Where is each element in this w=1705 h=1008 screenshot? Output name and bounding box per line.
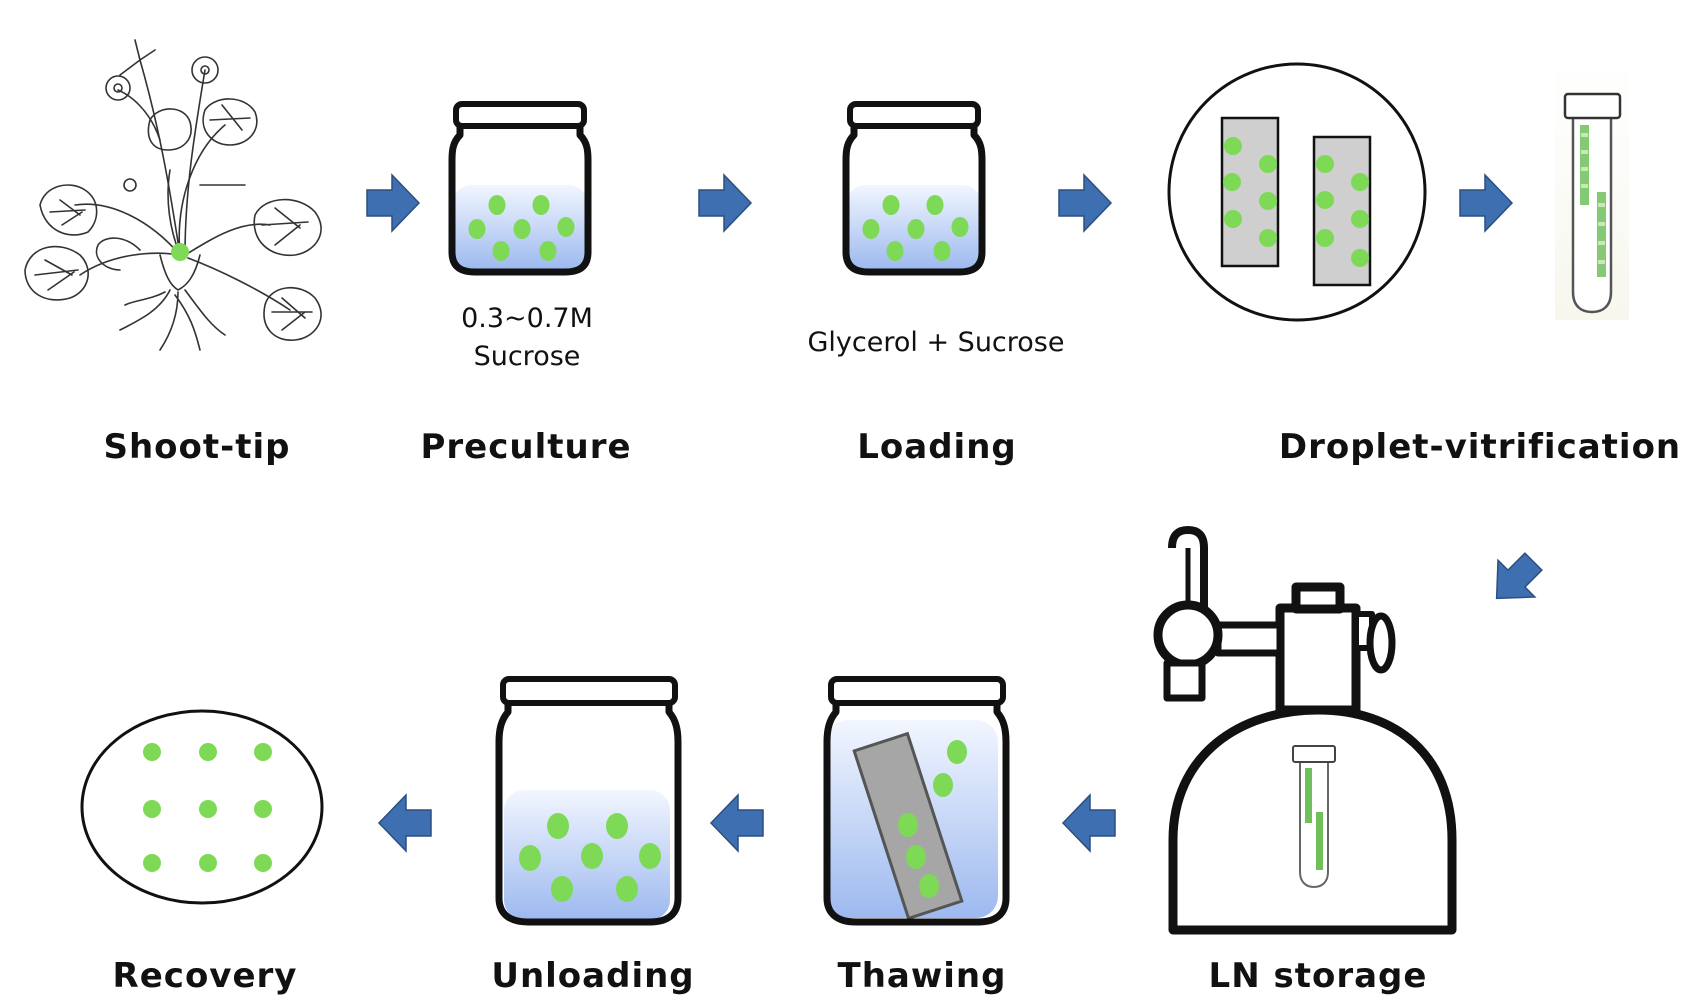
step-label-recovery: Recovery bbox=[112, 956, 298, 996]
arrow-left-icon bbox=[710, 794, 764, 852]
preculture-note-line1: 0.3~0.7M bbox=[461, 303, 593, 334]
liquid-nitrogen-tank-icon bbox=[1153, 526, 1457, 935]
arrow-down-left-icon bbox=[1495, 552, 1543, 600]
preculture-jar-icon bbox=[448, 101, 592, 276]
preculture-note: 0.3~0.7M Sucrose bbox=[461, 300, 593, 376]
step-label-unloading: Unloading bbox=[491, 956, 695, 996]
arrow-right-icon bbox=[366, 174, 420, 232]
shoot-tip-drop bbox=[171, 243, 189, 261]
arrow-left-icon bbox=[1062, 794, 1116, 852]
test-tube-icon bbox=[1555, 57, 1629, 320]
petri-dish-strips-icon bbox=[1167, 62, 1427, 322]
step-label-droplet-vitrification: Droplet-vitrification bbox=[1278, 427, 1682, 467]
arrow-left-icon bbox=[378, 794, 432, 852]
storage-tube-icon bbox=[1292, 745, 1336, 889]
strawberry-plant-icon bbox=[24, 39, 322, 351]
preculture-note-line2: Sucrose bbox=[473, 341, 581, 372]
loading-jar-icon bbox=[842, 101, 986, 276]
step-label-thawing: Thawing bbox=[837, 956, 1007, 996]
step-label-loading: Loading bbox=[857, 427, 1017, 467]
arrow-right-icon bbox=[1459, 174, 1513, 232]
loading-note: Glycerol + Sucrose bbox=[807, 327, 1065, 358]
petri-dish-icon bbox=[80, 709, 324, 905]
step-label-preculture: Preculture bbox=[420, 427, 632, 467]
arrow-right-icon bbox=[1058, 174, 1112, 232]
step-label-ln-storage: LN storage bbox=[1208, 956, 1428, 996]
unloading-jar-icon bbox=[495, 676, 682, 926]
thawing-jar-icon bbox=[823, 676, 1010, 926]
arrow-right-icon bbox=[698, 174, 752, 232]
step-label-shoot-tip: Shoot-tip bbox=[103, 427, 291, 467]
